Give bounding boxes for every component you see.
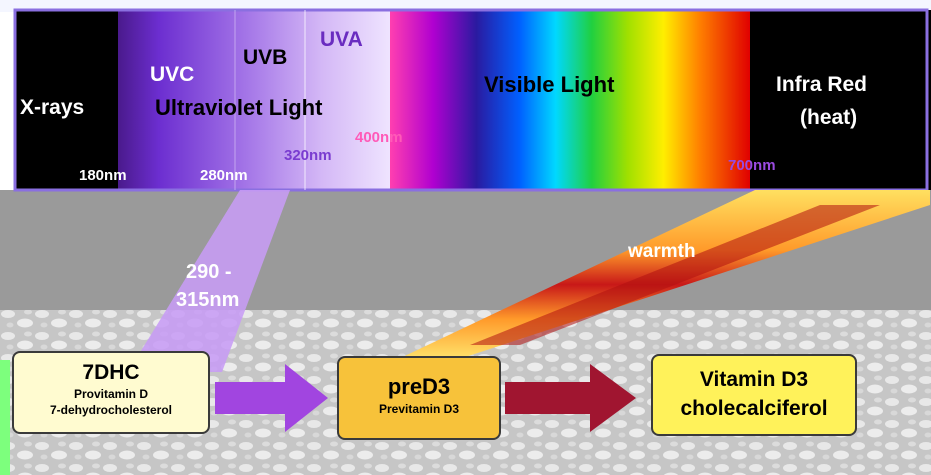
pred3-title: preD3: [387, 374, 451, 399]
7dhc-provitamin: Provitamin D: [73, 387, 148, 401]
nm320-label: 320nm: [284, 147, 332, 164]
pred3-subtitle: Previtamin D3: [378, 402, 460, 416]
box-vitamin-d3: Vitamin D3 cholecalciferol: [651, 354, 857, 436]
uvc-label: UVC: [150, 63, 195, 86]
cholecalciferol-label: cholecalciferol: [680, 397, 828, 420]
nm180-label: 180nm: [79, 167, 127, 184]
spectrum-bar: [13, 8, 931, 192]
vitamin-d3-title: Vitamin D3: [699, 368, 809, 391]
left-accent: [0, 360, 10, 475]
7dhc-chemical-name: 7-dehydrocholesterol: [49, 403, 173, 417]
uvb-label: UVB: [243, 46, 288, 69]
nm400-label: 400nm: [355, 129, 403, 146]
visible-light-label: Visible Light: [484, 72, 615, 97]
ultraviolet-label: Ultraviolet Light: [155, 95, 323, 120]
warmth-label: warmth: [628, 241, 696, 262]
box-7dhc: 7DHC Provitamin D 7-dehydrocholesterol: [12, 351, 210, 434]
xrays-label: X-rays: [20, 96, 85, 119]
uva-label: UVA: [320, 28, 363, 51]
uv-range-label-2: 315nm: [176, 289, 240, 311]
nm700-label: 700nm: [728, 157, 776, 174]
uv-band: [118, 10, 390, 190]
heat-label: (heat): [800, 106, 858, 129]
arrow-to-pred3: [215, 364, 328, 432]
7dhc-title: 7DHC: [82, 361, 140, 384]
box-pred3: preD3 Previtamin D3: [337, 356, 501, 440]
uv-beam: [128, 190, 290, 372]
uv-range-label: 290 -: [186, 261, 232, 283]
infrared-label: Infra Red: [776, 73, 868, 96]
nm280-label: 280nm: [200, 167, 248, 184]
arrow-to-vitamin-d3: [505, 364, 636, 432]
warmth-beam-core: [470, 205, 880, 345]
visible-band: [390, 10, 750, 190]
